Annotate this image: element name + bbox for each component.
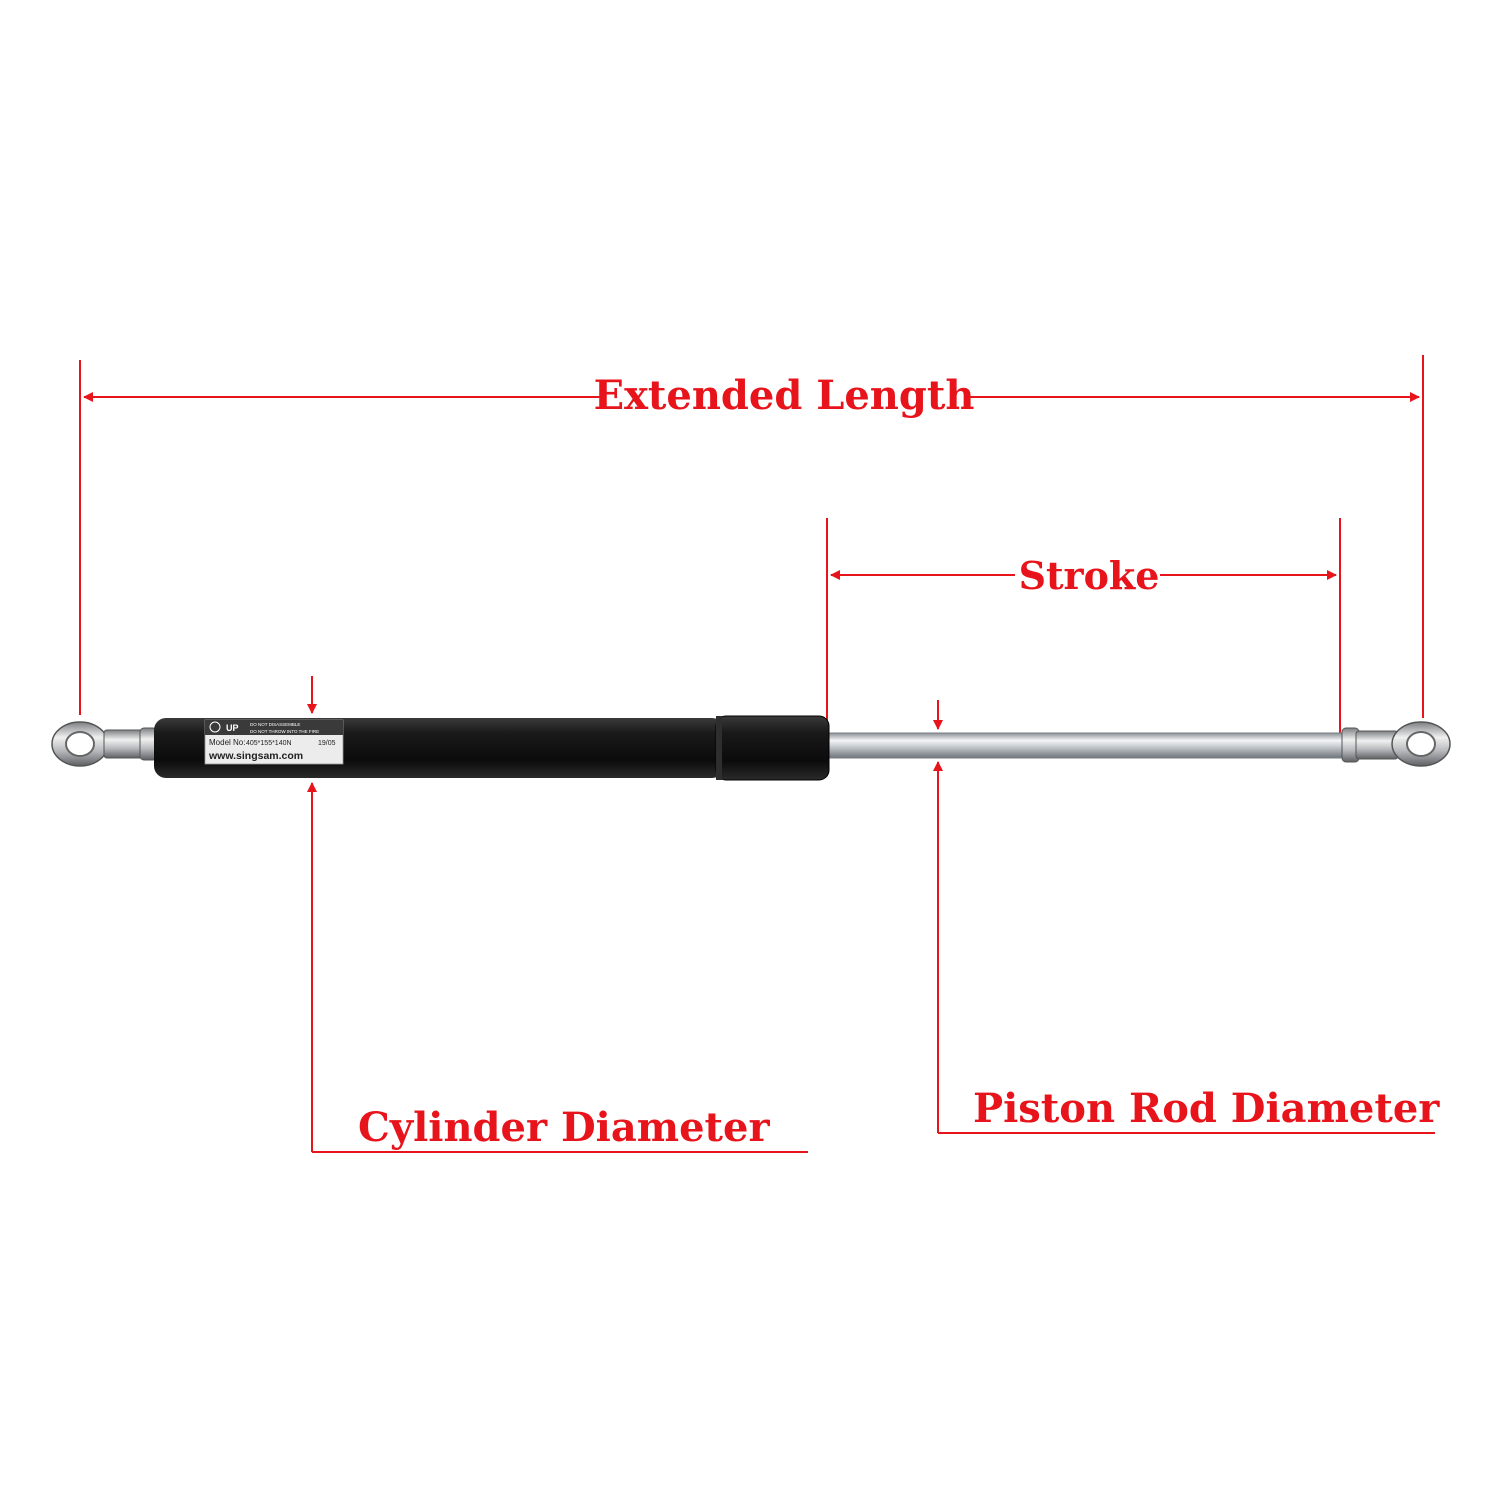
cylinder-diameter-dimension: Cylinder Diameter [307, 676, 808, 1153]
up-mark: UP [226, 723, 239, 733]
left-eyelet-neck [103, 729, 145, 759]
warning-text-1: DO NOT DISASSEMBLE [250, 722, 300, 727]
stroke-label: Stroke [1019, 553, 1160, 598]
product-label: UP DO NOT DISASSEMBLE DO NOT THROW INTO … [204, 719, 344, 765]
piston-rod-diameter-label: Piston Rod Diameter [973, 1085, 1440, 1132]
left-eyelet-fitting [51, 721, 158, 767]
cylinder-seal-sleeve [715, 715, 830, 781]
model-no-label: Model No: [209, 738, 245, 747]
extended-length-label: Extended Length [594, 372, 975, 419]
left-eyelet-hole [65, 731, 95, 757]
up-arrow-icon [209, 721, 221, 733]
piston-rod-diameter-dimension: Piston Rod Diameter [933, 700, 1440, 1134]
website-text: www.singsam.com [208, 750, 303, 762]
right-eyelet-hole [1406, 731, 1436, 757]
model-value: 405*155*140N [246, 740, 292, 747]
warning-text-2: DO NOT THROW INTO THE FIRE [250, 729, 319, 734]
product-label-warning-band [205, 720, 343, 735]
sleeve-edge [716, 716, 722, 780]
stroke-dimension: Stroke [826, 518, 1341, 735]
piston-rod [826, 732, 1343, 759]
date-code: 19/05 [318, 740, 336, 747]
right-eyelet-fitting [1341, 721, 1451, 767]
cylinder-diameter-label: Cylinder Diameter [358, 1104, 770, 1151]
extended-length-dimension: Extended Length [79, 355, 1424, 718]
gas-spring: UP DO NOT DISASSEMBLE DO NOT THROW INTO … [51, 715, 1451, 781]
